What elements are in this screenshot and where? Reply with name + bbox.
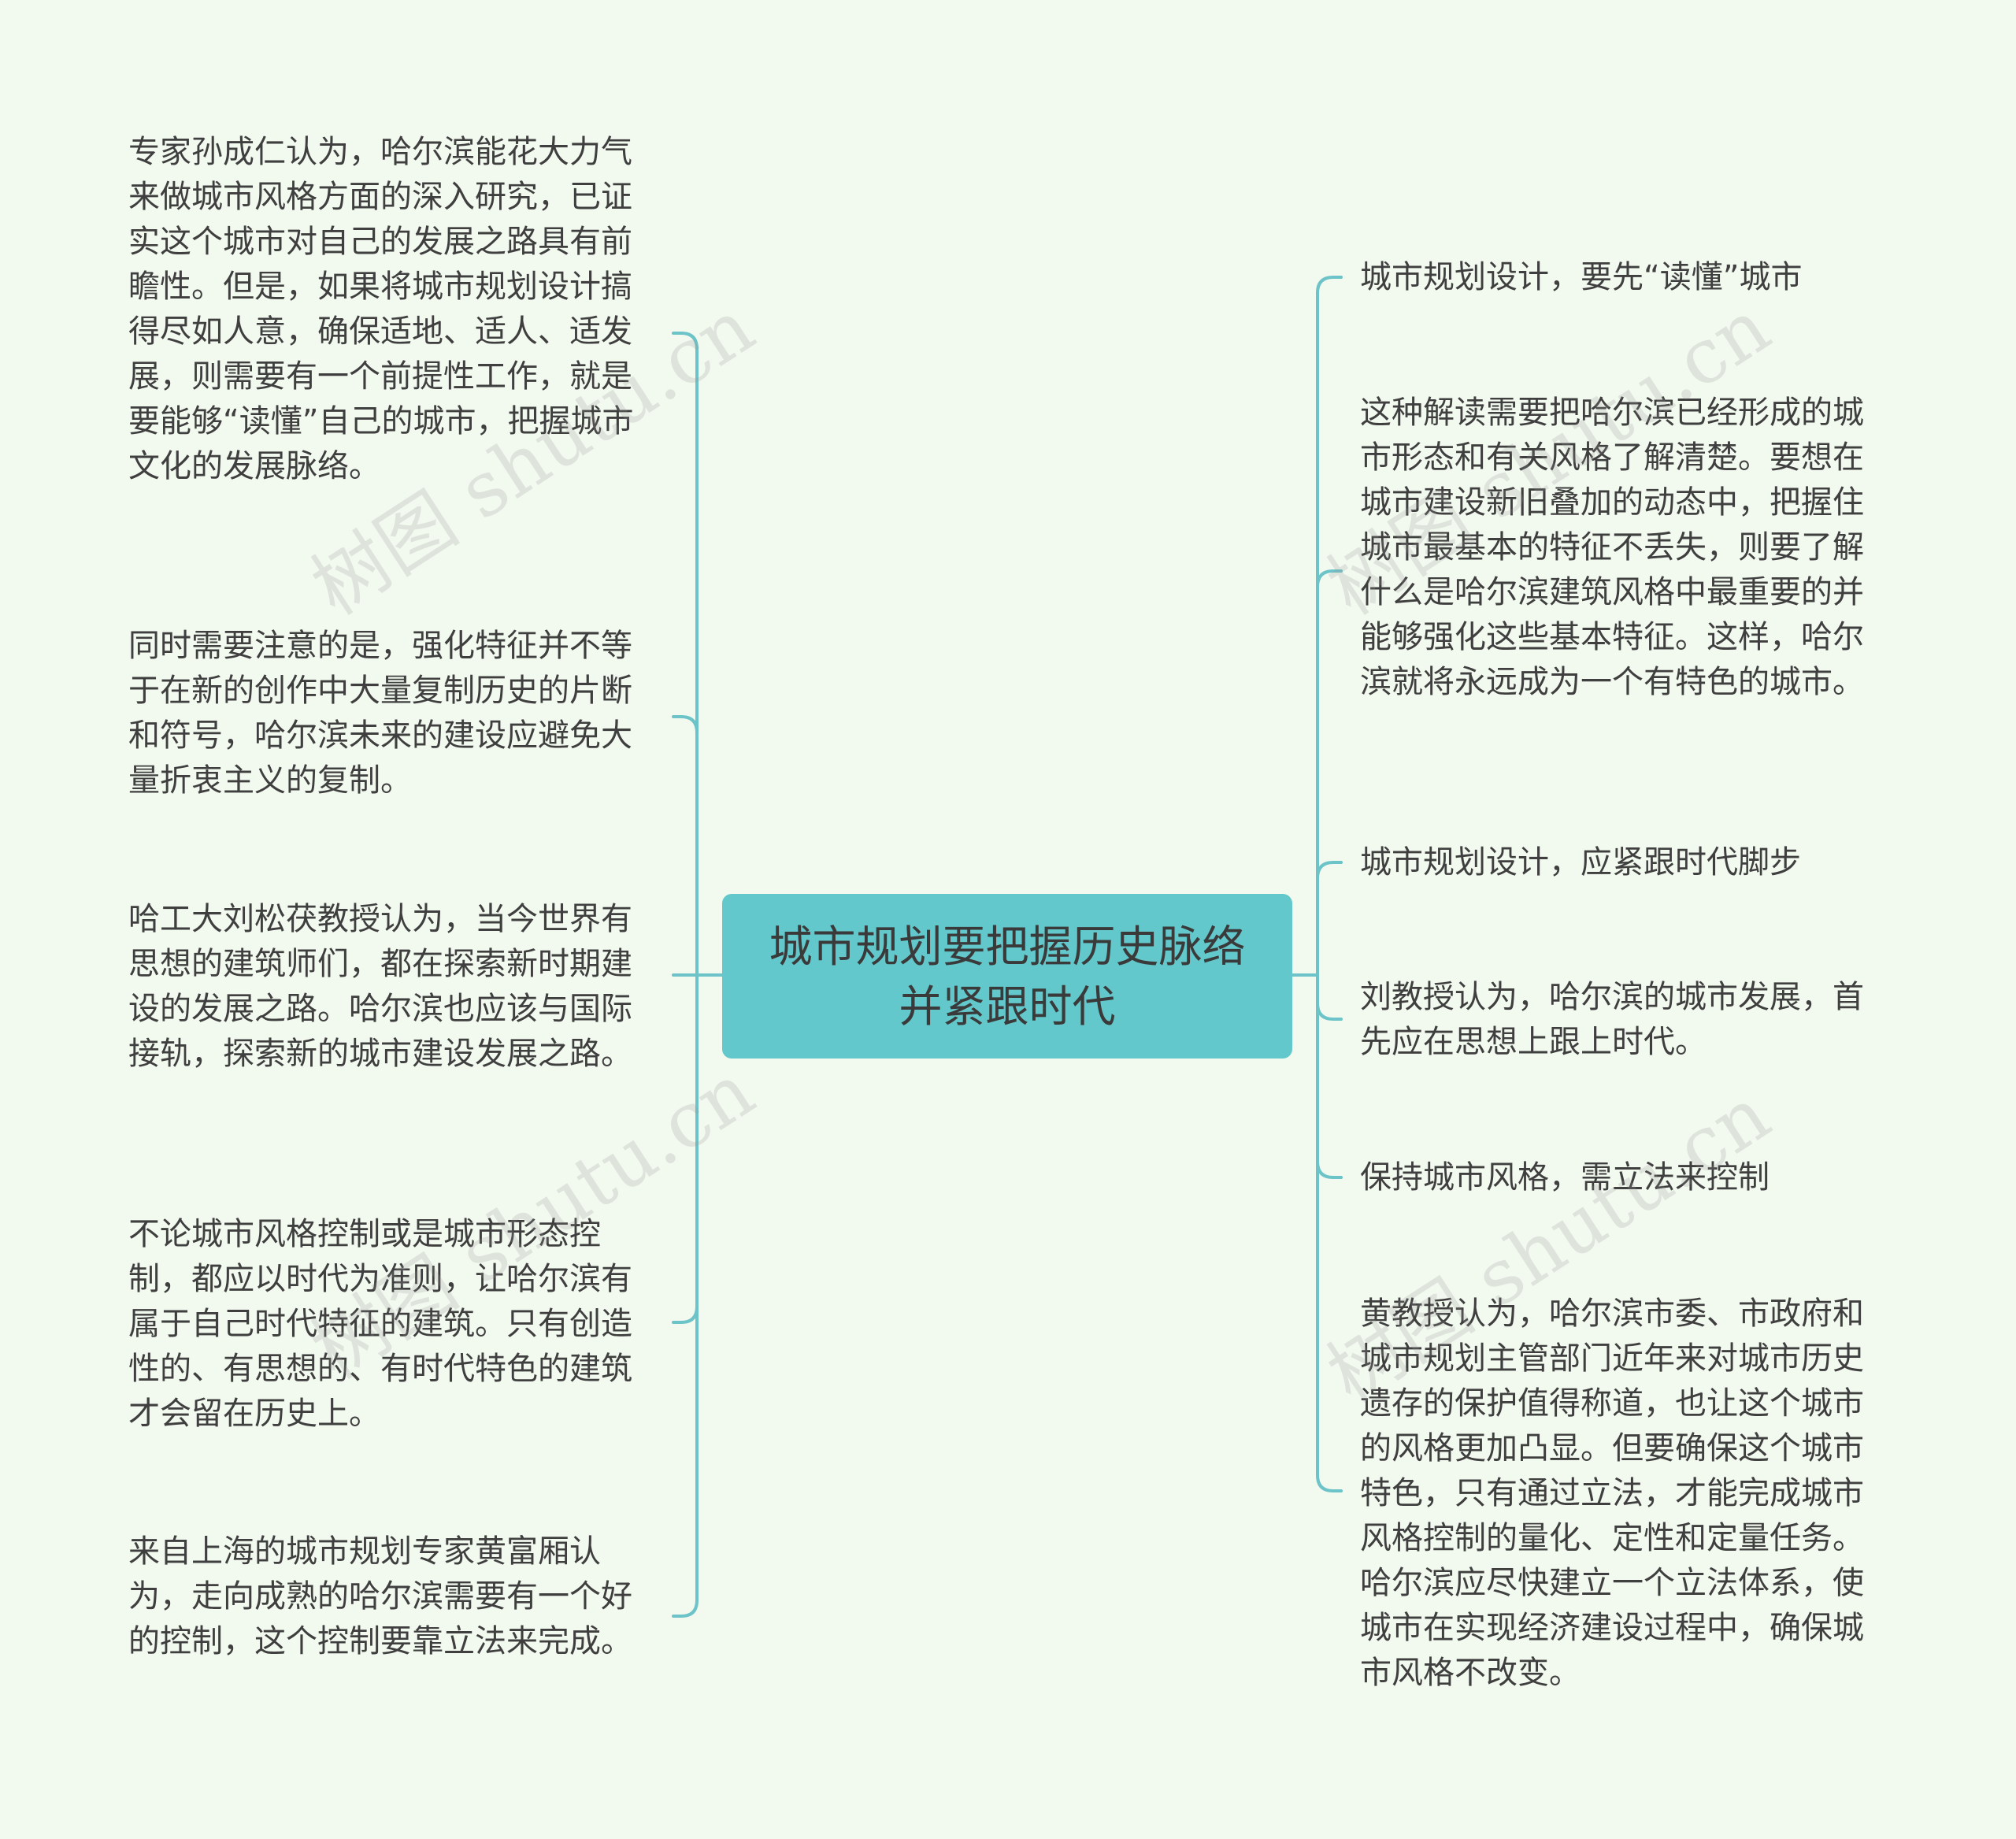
right-branch-6[interactable]: 黄教授认为，哈尔滨市委、市政府和城市规划主管部门近年来对城市历史遗存的保护值得称…	[1360, 1296, 1864, 1691]
connector-right-6	[1316, 973, 1343, 1492]
connector-left-2	[672, 715, 699, 977]
root-topic-node[interactable]: 城市规划要把握历史脉络 并紧跟时代	[722, 894, 1292, 1059]
left-branch-2[interactable]: 同时需要注意的是，强化特征并不等于在新的创作中大量复制历史的片断和符号，哈尔滨未…	[128, 628, 632, 799]
connector-right-2	[1316, 569, 1343, 977]
root-topic-title: 城市规划要把握历史脉络 并紧跟时代	[769, 921, 1246, 1032]
right-branch-4[interactable]: 刘教授认为，哈尔滨的城市发展，首先应在思想上跟上时代。	[1360, 979, 1864, 1060]
right-branch-5[interactable]: 保持城市风格，需立法来控制	[1360, 1159, 1770, 1196]
connector-right-1	[1316, 276, 1343, 977]
left-branch-4[interactable]: 不论城市风格控制或是城市形态控制，都应以时代为准则，让哈尔滨有属于自己时代特征的…	[128, 1216, 632, 1432]
left-branch-5[interactable]: 来自上海的城市规划专家黄富厢认为，走向成熟的哈尔滨需要有一个好的控制，这个控制要…	[128, 1533, 632, 1659]
right-branch-1[interactable]: 城市规划设计，要先“读懂”城市	[1360, 259, 1803, 295]
connector-left-4	[672, 973, 699, 1324]
connector-left-1	[672, 332, 699, 977]
left-branch-1[interactable]: 专家孙成仁认为，哈尔滨能花大力气来做城市风格方面的深入研究，已证实这个城市对自己…	[128, 134, 634, 484]
connector-left-5	[672, 973, 699, 1618]
right-branch-2[interactable]: 这种解读需要把哈尔滨已经形成的城市形态和有关风格了解清楚。要想在城市建设新旧叠加…	[1360, 395, 1864, 700]
connector-right-3	[1316, 861, 1343, 977]
connector-right-4	[1316, 973, 1343, 1021]
right-branch-3[interactable]: 城市规划设计，应紧跟时代脚步	[1360, 844, 1801, 881]
connector-right-5	[1316, 973, 1343, 1179]
left-branch-3[interactable]: 哈工大刘松茯教授认为，当今世界有思想的建筑师们，都在探索新时期建设的发展之路。哈…	[128, 901, 632, 1072]
